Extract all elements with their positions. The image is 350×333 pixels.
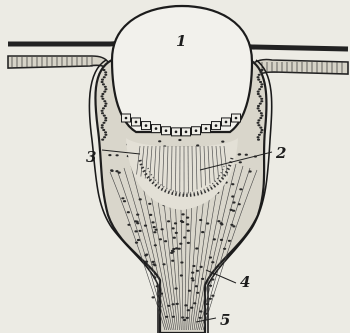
- label-5: 5: [220, 311, 230, 329]
- label-3: 3: [86, 148, 96, 166]
- epithelium-left: [8, 56, 108, 68]
- central-cavity: [112, 6, 252, 132]
- label-1: 1: [176, 32, 186, 50]
- label-2: 2: [275, 144, 286, 162]
- label-4: 4: [240, 273, 250, 291]
